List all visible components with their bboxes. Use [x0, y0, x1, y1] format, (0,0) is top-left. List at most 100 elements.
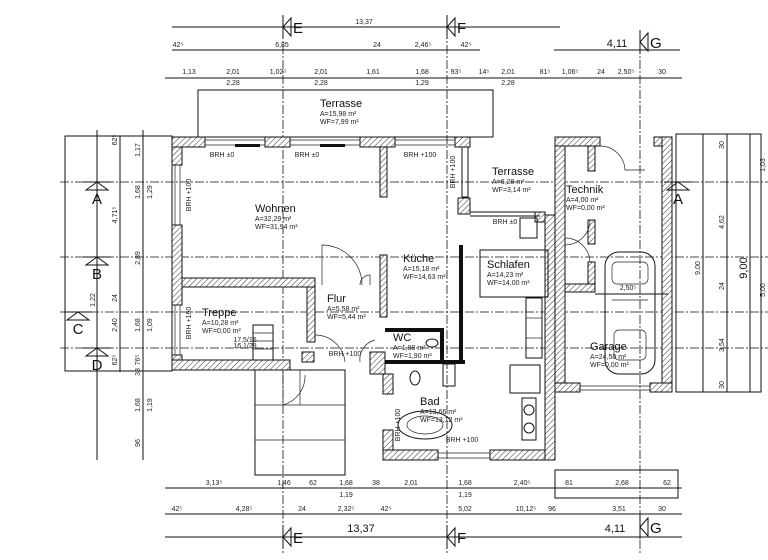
dim-label: 62⁵ [112, 355, 119, 366]
dim-label: 81 [565, 480, 573, 487]
room-living-area: WF=0,00 m² [566, 205, 605, 212]
dim-label: 10,12⁵ [516, 506, 537, 513]
dim-label: 42⁵ [173, 42, 184, 49]
room-name: Bad [420, 396, 440, 408]
stair [252, 324, 274, 361]
car-width-dim: 2,50⁵ [620, 285, 637, 292]
sill-height-label: BRH +100 [186, 179, 193, 212]
room-living-area: WF=0,00 m² [202, 328, 241, 335]
dim-label: 24 [719, 282, 726, 290]
dim-label: 4,11 [607, 38, 628, 50]
dim-label: 1,68 [135, 398, 142, 412]
dim-label: 9,00 [738, 257, 750, 278]
room-name: Terrasse [492, 166, 534, 178]
section-marker-icon [83, 256, 111, 266]
dim-label: 1,61 [366, 69, 380, 76]
room-area: A=15,18 m² [403, 266, 440, 273]
room-living-area: WF=7,99 m² [320, 119, 359, 126]
room-area: A=6,28 m² [492, 179, 525, 186]
dim-label: 30 [719, 381, 726, 389]
section-label: G [650, 520, 662, 537]
dim-label: 3,54 [719, 338, 726, 352]
dim-label: 2,32⁵ [338, 506, 355, 513]
section-label: E [293, 530, 303, 547]
dim-label: 96 [548, 506, 556, 513]
room-name: Garage [590, 341, 627, 353]
sill-height-label: BRH +100 [450, 156, 457, 189]
dim-label: 30 [658, 506, 666, 513]
section-marker-icon [282, 15, 292, 39]
room-name: Technik [566, 184, 604, 196]
sill-height-label: BRH +100 [404, 152, 437, 159]
dim-label: 42⁵ [461, 42, 472, 49]
dim-label: 2,01 [226, 69, 240, 76]
dim-label: 3,51 [612, 506, 626, 513]
fixtures [252, 217, 668, 441]
sill-height-label: BRH +100 [446, 437, 479, 444]
dim-label: 1,09 [147, 318, 154, 332]
room-area: A=14,23 m² [487, 272, 524, 279]
room-area: A=15,98 m² [320, 111, 357, 118]
dim-label: 76⁵ [135, 355, 142, 366]
room-living-area: WF=31,94 m² [255, 224, 298, 231]
dim-label: 24 [298, 506, 306, 513]
section-marker-icon [282, 525, 292, 549]
dim-label: 14⁵ [479, 69, 490, 76]
dim-label: 42⁵ [381, 506, 392, 513]
toilet [409, 370, 421, 386]
section-label: A [92, 191, 102, 208]
dim-label: 24 [373, 42, 381, 49]
stair-label: 17,5/16 [233, 337, 256, 344]
room-name: Terrasse [320, 98, 362, 110]
section-label: D [92, 357, 103, 374]
section-label: B [92, 266, 102, 283]
section-label: C [73, 321, 84, 338]
room-area: A=32,29 m² [255, 216, 292, 223]
dim-label: 5,00 [760, 283, 767, 297]
dim-label: 62 [309, 480, 317, 487]
kitchen-counter [525, 297, 543, 359]
room-living-area: WF=14,63 m² [403, 274, 446, 281]
dim-label: 1,68 [135, 185, 142, 199]
section-marker-icon [446, 15, 456, 39]
dim-label: 30 [719, 141, 726, 149]
dim-label: 1,02⁵ [270, 69, 287, 76]
wardrobe [479, 249, 549, 298]
room-name: Küche [403, 253, 434, 265]
shower [509, 364, 541, 394]
dim-label: 81⁵ [540, 69, 551, 76]
dim-label: 1,06⁵ [562, 69, 579, 76]
dim-label: 13,37 [347, 523, 375, 535]
dim-label: 24 [112, 294, 119, 302]
room-living-area: WF=13,12 m² [420, 417, 463, 424]
section-label: F [457, 20, 466, 37]
right-dim-box [675, 133, 762, 393]
room-living-area: WF=5,44 m² [327, 314, 366, 321]
dim-label: 2,01 [404, 480, 418, 487]
dimension-lines [96, 26, 751, 538]
section-marker-icon [664, 181, 692, 191]
room-name: WC [393, 332, 411, 344]
section-marker-icon [83, 181, 111, 191]
dim-label: 62⁵ [112, 135, 119, 146]
dim-label: 2,89 [135, 251, 142, 265]
dim-label: 13,37 [355, 19, 373, 26]
section-marker-icon [639, 515, 649, 539]
sill-height-label: BRH ±0 [493, 219, 518, 226]
terrace-outline [197, 89, 494, 138]
sill-height-label: BRH +100 [329, 351, 362, 358]
dim-label: 1,13 [182, 69, 196, 76]
room-name: Schlafen [487, 259, 530, 271]
section-label: E [293, 20, 303, 37]
dim-label: 93⁵ [451, 69, 462, 76]
section-label: F [457, 530, 466, 547]
dim-label: 2,40 [112, 318, 119, 332]
room-area: A=13,66 m² [420, 409, 457, 416]
dim-label: 1,19 [458, 492, 472, 499]
dim-label: 4,62 [719, 215, 726, 229]
bathtub [397, 410, 453, 440]
dim-label: 2,68 [615, 480, 629, 487]
room-area: A=4,00 m² [566, 197, 599, 204]
dim-label: 1,68 [339, 480, 353, 487]
